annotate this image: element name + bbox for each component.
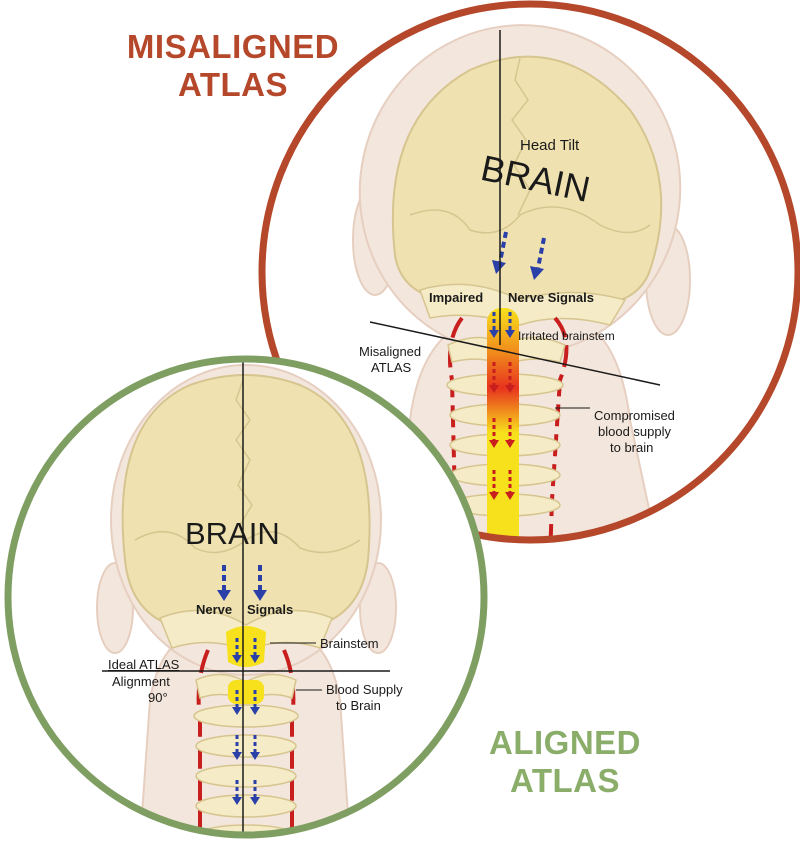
irritated-brainstem-label: Irritated brainstem [518,329,615,343]
compromised-label-line2: blood supply [598,424,671,439]
compromised-label-line3: to brain [610,440,653,455]
aligned-title-line1: ALIGNED [489,724,641,761]
ideal-atlas-label-line2: Alignment [112,674,170,689]
compromised-label-line1: Compromised [594,408,675,423]
skull-suture [511,57,531,216]
spine-signal-arrows-blue [489,312,515,338]
impaired-label: Impaired [429,290,483,305]
head-tilt-label: Head Tilt [520,137,580,154]
brainstem-aligned [226,626,266,667]
misaligned-ring [258,0,800,544]
misaligned-title-line2: ATLAS [177,66,289,103]
skull-suture-2 [409,206,651,234]
misaligned-title: MISALIGNED ATLAS [108,28,358,104]
aligned-title: ALIGNED ATLAS [460,724,670,800]
blood-supply-label-line2: to Brain [336,698,381,713]
brain-signal-arrows-misaligned [492,231,546,280]
ideal-atlas-label-line3: 90° [148,690,168,705]
skull-suture-aligned-2 [134,530,361,554]
ideal-atlas-label-line1: Ideal ATLAS [108,657,180,672]
misaligned-title-line1: MISALIGNED [126,28,340,65]
tilted-atlas-line [369,321,661,386]
nerve-label-aligned: Nerve [196,602,232,617]
spine-signal-arrows [489,362,515,500]
aligned-panel: BRAIN Nerve Signals Brainstem Ideal ATLA… [4,355,488,839]
brainstem-label: Brainstem [320,636,379,651]
misaligned-atlas-label-line2: ATLAS [371,360,412,375]
blood-supply-label-line1: Blood Supply [326,682,403,697]
spinal-cord-aligned [228,680,264,704]
nerve-signals-label: Nerve Signals [508,290,594,305]
brain-label-aligned: BRAIN [185,516,280,551]
aligned-ring [4,355,488,839]
spine-arrows-aligned [232,638,260,805]
spinal-cord-inflamed [487,308,519,540]
brain-signal-arrows-aligned [217,565,267,601]
right-artery [548,316,569,540]
misaligned-atlas-label-line1: Misaligned [359,344,421,359]
aligned-title-line2: ATLAS [509,762,621,799]
misaligned-panel: Head Tilt BRAIN Impaired Nerve Signals I… [258,0,800,544]
signals-label-aligned: Signals [247,602,293,617]
